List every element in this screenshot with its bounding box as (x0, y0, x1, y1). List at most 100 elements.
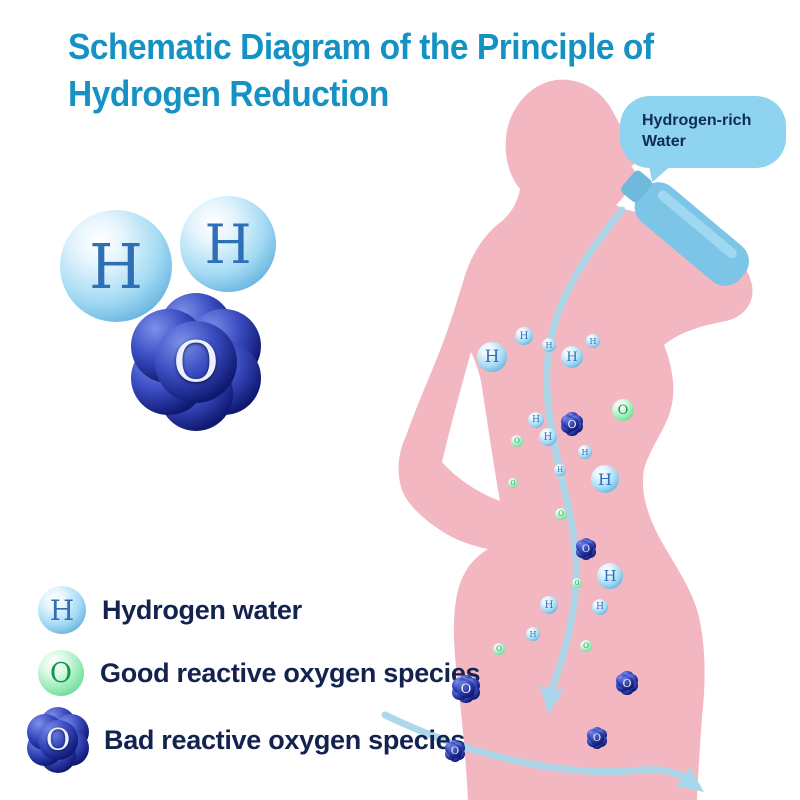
legend-label-good-oxygen: Good reactive oxygen species (100, 657, 481, 688)
oxygen-cluster-lobe (625, 679, 639, 693)
oxygen-cluster-center (619, 675, 635, 691)
hydrogen-letter: H (596, 602, 604, 612)
bad-oxygen-cluster: O (560, 411, 584, 437)
oxygen-letter: O (49, 657, 73, 689)
oxygen-cluster-lobe (565, 423, 579, 437)
legend-row-bad-oxygen: O Bad reactive oxygen species (26, 706, 465, 774)
flow-arrowhead-bottom (676, 767, 704, 792)
flow-arrow-body (543, 206, 626, 692)
oxygen-cluster-center (155, 321, 237, 403)
hydrogen-letter: H (603, 567, 617, 585)
good-oxygen-bubble: O (508, 478, 518, 488)
oxygen-cluster-lobe (586, 734, 599, 747)
oxygen-cluster-center (564, 416, 580, 432)
hydrogen-bubble: H (477, 342, 507, 372)
hydrogen-bubble: H (591, 465, 619, 493)
oxygen-cluster-lobe (560, 420, 574, 434)
oxygen-cluster-lobe (586, 729, 599, 742)
hydrogen-bubble: H (578, 445, 592, 459)
hydrogen-bubble: H (528, 412, 544, 428)
legend-label-hydrogen: Hydrogen water (102, 594, 302, 625)
speech-bubble: Hydrogen-rich Water (620, 96, 786, 185)
speech-bubble-text: Hydrogen-rich Water (642, 112, 752, 150)
legend-row-good-oxygen: O Good reactive oxygen species (38, 650, 481, 696)
hydrogen-letter: H (88, 229, 144, 303)
oxygen-letter: O (622, 676, 632, 690)
page-title-line-2: Hydrogen Reduction (68, 72, 389, 114)
hydrogen-letter: H (545, 340, 553, 350)
hydrogen-letter: H (532, 415, 540, 425)
oxygen-cluster-center (590, 731, 604, 745)
oxygen-cluster-lobe (575, 545, 588, 558)
hydrogen-letter: H (589, 336, 597, 346)
hydrogen-letter: H (519, 330, 529, 342)
bad-oxygen-cluster: O (586, 726, 608, 750)
hydrogen-letter: H (49, 593, 75, 627)
good-oxygen-bubble: O (580, 640, 592, 652)
legend-row-hydrogen: H Hydrogen water (38, 586, 302, 634)
good-oxygen-bubble-icon: O (38, 650, 84, 696)
oxygen-cluster-lobe (575, 540, 588, 553)
oxygen-letter: O (583, 642, 589, 650)
hydrogen-bubble: H (526, 627, 540, 641)
oxygen-cluster-lobe (595, 734, 608, 747)
bad-oxygen-cluster: O (575, 537, 597, 561)
hydrogen-bubble: H (592, 599, 608, 615)
oxygen-cluster-lobe (620, 682, 634, 696)
oxygen-cluster-lobe (595, 729, 608, 742)
oxygen-cluster-lobe (584, 545, 597, 558)
hydrogen-letter: H (544, 599, 554, 611)
good-oxygen-bubble: O (511, 435, 523, 447)
oxygen-letter: O (558, 510, 564, 518)
oxygen-cluster-lobe (584, 540, 597, 553)
oxygen-letter: O (581, 543, 591, 555)
bad-oxygen-cluster: O (615, 670, 639, 696)
hydrogen-bubble: H (561, 346, 583, 368)
oxygen-cluster-lobe (625, 673, 639, 687)
speech-bubble-tail (644, 161, 672, 185)
hydrogen-letter: H (484, 347, 500, 367)
oxygen-cluster-lobe (591, 726, 603, 739)
oxygen-cluster-lobe (570, 420, 584, 434)
oxygen-letter: O (510, 479, 516, 487)
hydrogen-letter: H (556, 466, 564, 474)
hydrogen-bubble: H (515, 327, 533, 345)
oxygen-cluster-lobe (560, 414, 574, 428)
hydrogen-letter: H (566, 349, 578, 365)
hydrogen-letter: H (543, 431, 553, 443)
water-bottle (621, 170, 749, 286)
oxygen-cluster-lobe (615, 673, 629, 687)
hydrogen-molecule-large-2: H (180, 196, 276, 292)
good-oxygen-bubble: O (555, 508, 567, 520)
oxygen-cluster-lobe (615, 679, 629, 693)
hydrogen-letter: H (529, 629, 537, 639)
hydrogen-letter: H (204, 212, 252, 276)
oxygen-cluster-lobe (580, 537, 592, 550)
hydrogen-bubble: H (540, 596, 558, 614)
oxygen-cluster-lobe (620, 670, 634, 684)
page-title: Schematic Diagram of the Principle of Hy… (68, 24, 719, 118)
hydrogen-letter: H (598, 469, 612, 489)
hydrogen-bubble: H (586, 334, 600, 348)
bad-oxygen-cluster-icon: O (26, 706, 90, 774)
good-oxygen-bubble: O (493, 643, 505, 655)
oxygen-cluster-center (579, 542, 593, 556)
oxygen-letter: O (514, 437, 520, 445)
oxygen-letter: O (567, 417, 577, 431)
oxygen-letter: O (173, 329, 219, 395)
oxygen-letter: O (45, 722, 71, 758)
bad-oxygen-molecule-large: O (131, 293, 261, 431)
hydrogen-bubble: H (539, 428, 557, 446)
oxygen-letter: O (574, 579, 580, 587)
oxygen-cluster-lobe (565, 411, 579, 425)
oxygen-letter: O (592, 732, 602, 744)
oxygen-letter: O (496, 645, 502, 653)
oxygen-cluster-lobe (591, 737, 603, 750)
hydrogen-bubble: H (554, 464, 566, 476)
hydrogen-letter: H (581, 447, 589, 457)
oxygen-cluster-lobe (570, 414, 584, 428)
hydrogen-bubble: H (542, 338, 556, 352)
flow-arrowhead-body (540, 686, 564, 714)
hydrogen-bubble: H (597, 563, 623, 589)
